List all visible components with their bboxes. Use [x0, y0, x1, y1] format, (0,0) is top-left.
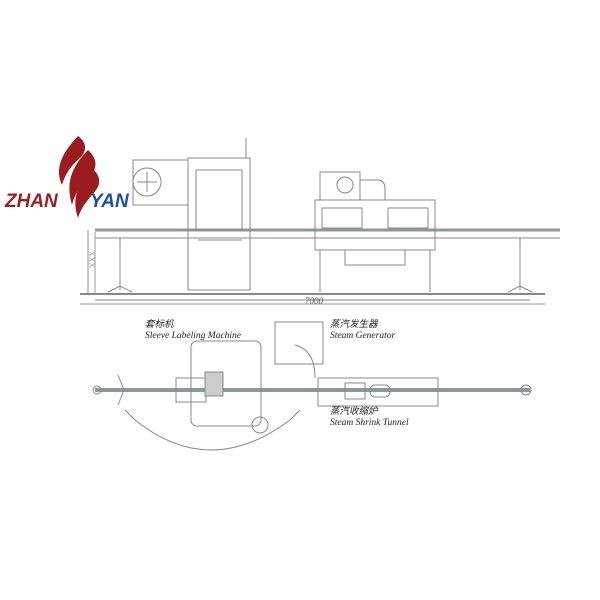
logo-zhan: ZHAN [5, 191, 58, 212]
side-view [80, 138, 560, 301]
sleeve-labeling-en: Sleeve Labeling Machine [145, 331, 242, 341]
logo-yan: YAN [90, 191, 129, 212]
sleeve-labeling-cn: 套标机 [145, 320, 174, 330]
height-dimension-label: XXX [88, 250, 98, 269]
top-view [92, 321, 532, 451]
steam-generator-en: Steam Generator [330, 331, 396, 341]
length-dimension-label: 7000 [305, 296, 323, 306]
shrink-tunnel-cn: 蒸汽收缩炉 [330, 407, 378, 417]
shrink-tunnel-en: Steam Shrink Tunnel [330, 418, 409, 428]
logo-flame-icon [58, 136, 100, 218]
steam-generator-cn: 蒸汽发生器 [330, 320, 378, 330]
